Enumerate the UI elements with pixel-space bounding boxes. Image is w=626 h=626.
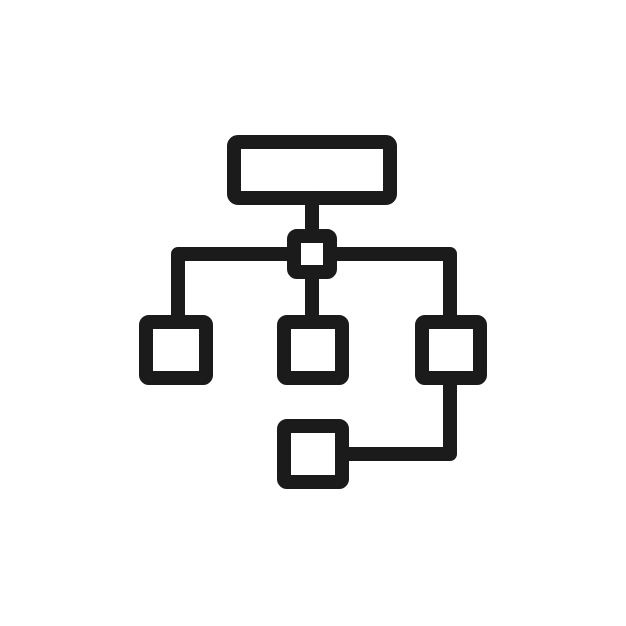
top-node <box>227 135 397 205</box>
middle-node <box>277 315 349 385</box>
connector-junction-to-left <box>171 247 301 329</box>
bottom-node <box>277 419 349 489</box>
connector-junction-to-right <box>323 247 457 329</box>
connector-right-to-bottom <box>335 371 457 461</box>
left-node <box>139 315 213 385</box>
right-node <box>415 315 487 385</box>
